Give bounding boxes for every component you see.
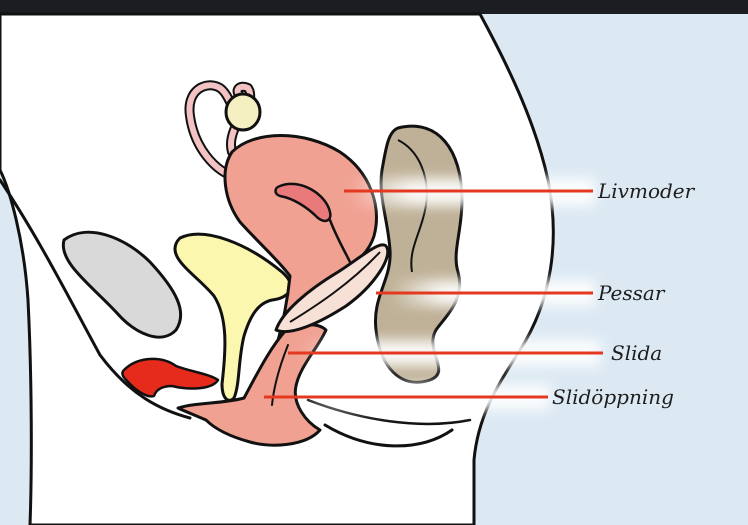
- diaphragm-rim: [289, 251, 381, 323]
- uterus-cavity: [274, 182, 332, 223]
- ovary: [224, 92, 262, 132]
- label-slidoppning: Slidöppning: [552, 385, 674, 409]
- label-pessar: Pessar: [597, 281, 666, 305]
- vaginal-wall: [271, 344, 289, 406]
- clitoris: [121, 357, 220, 398]
- label-slida: Slida: [611, 341, 662, 365]
- abdomen-line: [0, 178, 192, 420]
- buttock-fold: [323, 423, 454, 448]
- bladder: [173, 232, 293, 402]
- diaphragm: [274, 243, 390, 333]
- pubic-bone: [61, 230, 183, 339]
- cervical-canal: [328, 218, 352, 264]
- label-livmoder: Livmoder: [597, 179, 696, 203]
